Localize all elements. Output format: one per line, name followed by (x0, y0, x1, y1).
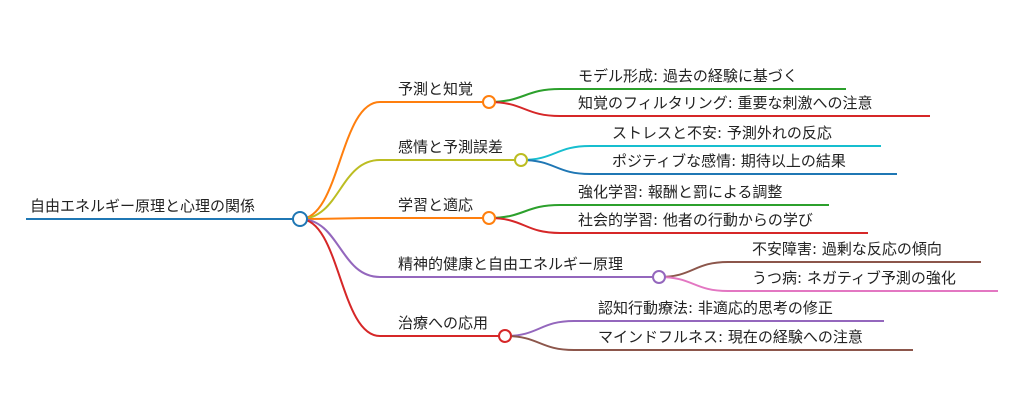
branch-2-child-1-label: ストレスと不安: 予測外れの反応 (612, 124, 832, 142)
branch-2-child-2-connector (520, 159, 591, 175)
branch-4-child-1-connector (658, 261, 729, 278)
branch-2-label: 感情と予測誤差 (398, 138, 503, 156)
branch-2-child-1-connector (520, 145, 591, 161)
branch-4-node (652, 270, 666, 284)
branch-2-node (514, 153, 528, 167)
branch-1-child-1-label: モデル形成: 過去の経験に基づく (578, 67, 798, 85)
branch-4-child-1-label: 不安障害: 過剰な反応の傾向 (752, 240, 942, 258)
branch-2-connector (299, 159, 381, 220)
branch-3-node (482, 211, 496, 225)
branch-1-node (482, 95, 496, 109)
branch-2-child-2-label: ポジティブな感情: 期待以上の結果 (612, 152, 846, 170)
branch-1-connector (299, 101, 381, 220)
branch-4-child-2-label: うつ病: ネガティブ予測の強化 (752, 269, 956, 287)
branch-1-label: 予測と知覚 (398, 80, 473, 98)
branch-3-child-2-label: 社会的学習: 他者の行動からの学び (578, 211, 813, 229)
root-label: 自由エネルギー原理と心理の関係 (30, 197, 255, 215)
branch-5-node (498, 329, 512, 343)
branch-3-child-2-connector (488, 217, 561, 234)
branch-3-child-1-label: 強化学習: 報酬と罰による調整 (578, 183, 782, 201)
branch-3-label: 学習と適応 (398, 196, 473, 214)
branch-3-child-1-connector (488, 204, 561, 219)
branch-5-connector (299, 218, 381, 337)
branch-1-child-2-label: 知覚のフィルタリング: 重要な刺激への注意 (578, 94, 873, 112)
branch-5-label: 治療への応用 (398, 314, 488, 332)
branch-5-child-1-label: 認知行動療法: 非適応的思考の修正 (598, 299, 833, 317)
branch-5-child-2-label: マインドフルネス: 現在の経験への注意 (598, 328, 863, 346)
branch-4-connector (299, 218, 381, 278)
branch-5-child-1-connector (504, 320, 575, 337)
branch-5-child-2-connector (504, 335, 575, 351)
branch-4-label: 精神的健康と自由エネルギー原理 (398, 255, 623, 273)
root-node (292, 211, 308, 227)
branch-3-connector (299, 217, 381, 220)
branch-4-child-2-connector (658, 276, 729, 292)
branch-1-child-1-connector (488, 88, 561, 103)
branch-1-child-2-connector (488, 101, 561, 117)
